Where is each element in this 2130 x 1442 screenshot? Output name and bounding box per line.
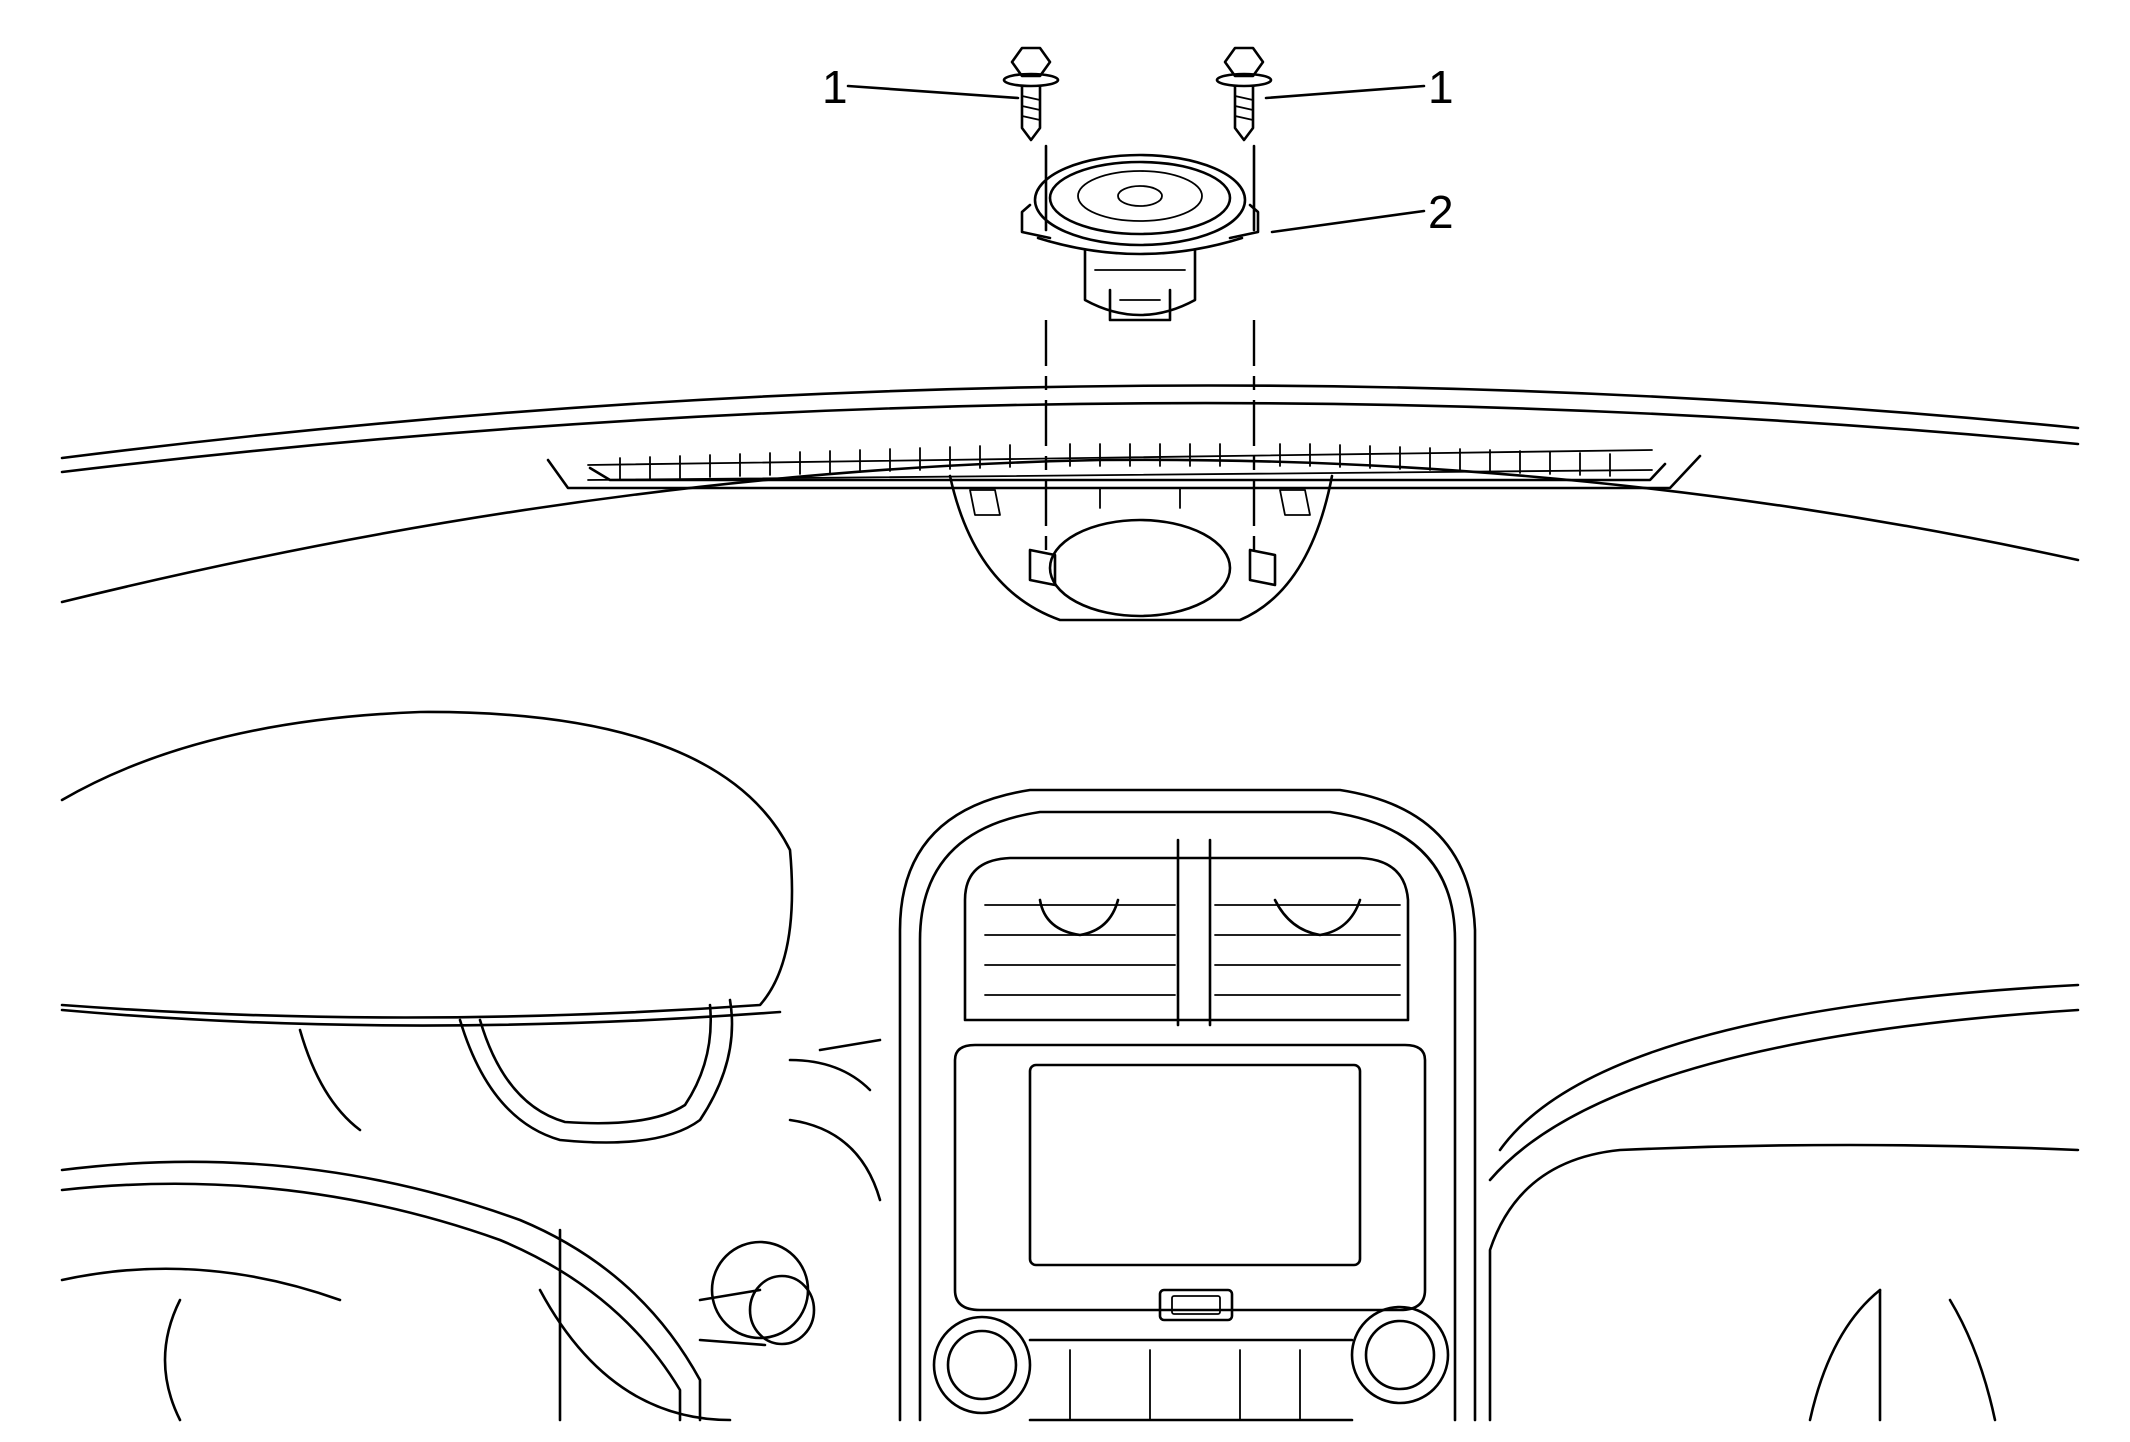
leader-line-bolt-right: [1264, 84, 1426, 100]
callout-label-bolt-right: 1: [1428, 61, 1454, 113]
callout-group: 1 1 2: [822, 61, 1454, 238]
passenger-dash: [1488, 983, 2080, 1422]
center-air-vents: [963, 838, 1410, 1027]
instrument-cluster: [60, 710, 794, 1422]
bolt-right: [1215, 46, 1273, 142]
defrost-grille: [587, 443, 1653, 481]
callout-label-bolt-left: 1: [822, 61, 848, 113]
leader-line-speaker: [1270, 209, 1426, 234]
driver-dash-trim: [788, 1038, 882, 1202]
speaker-pocket: [948, 474, 1334, 622]
center-stack: [898, 788, 1477, 1422]
display-screen: [953, 1043, 1427, 1322]
bolt-left: [1002, 46, 1060, 142]
leader-line-bolt-left: [846, 84, 1020, 100]
upper-dash-panel: [60, 384, 2080, 622]
alignment-lines: [1044, 144, 1256, 560]
start-knob: [698, 1240, 816, 1347]
control-knobs: [932, 1305, 1450, 1422]
callout-label-speaker: 2: [1428, 186, 1454, 238]
speaker: [1020, 153, 1260, 322]
